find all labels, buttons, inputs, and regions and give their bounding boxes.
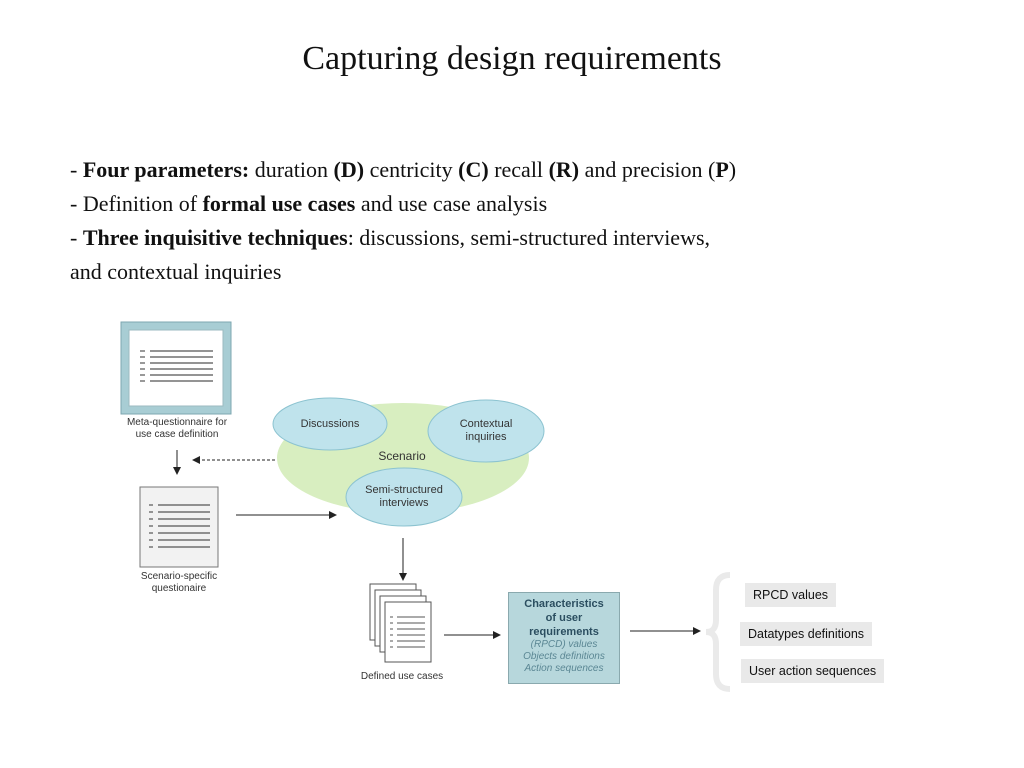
meta-questionnaire-label: Meta-questionnaire for use case definiti… (113, 417, 241, 441)
text: and precision ( (579, 157, 716, 182)
bold-text: Four parameters: (82, 157, 250, 182)
label-line: Semi-structured (365, 484, 443, 496)
tag-datatypes-definitions: Datatypes definitions (740, 622, 873, 646)
label-line: Scenario-specific (140, 571, 218, 582)
label-line: use case definition (135, 429, 219, 440)
bold-text: (R) (548, 157, 580, 182)
bullet-dash: - (70, 157, 83, 182)
bullet-three-techniques-cont: and contextual inquiries (70, 259, 282, 284)
characteristics-heading: Characteristics (524, 598, 604, 610)
discussions-label: Discussions (300, 418, 360, 430)
text: centricity (364, 157, 459, 182)
scenario-questionnaire-label: Scenario-specific questionaire (119, 571, 239, 595)
contextual-inquiries-oval (427, 399, 545, 463)
characteristics-heading: of user (545, 612, 583, 624)
characteristics-box: Characteristics of user requirements (RP… (508, 592, 620, 684)
discussions-oval (272, 397, 388, 451)
defined-use-cases-label: Defined use cases (360, 671, 444, 682)
bold-text: (D) (333, 157, 365, 182)
label-line: inquiries (465, 431, 507, 443)
bullet-formal-use-cases: - Definition of formal use cases and use… (70, 187, 970, 221)
tag-rpcd-values: RPCD values (745, 583, 837, 607)
text: recall (488, 157, 549, 182)
bullet-dash: - (70, 225, 83, 250)
defined-use-cases-icon (369, 583, 432, 663)
characteristics-heading: requirements (529, 626, 599, 638)
text: - Definition of (70, 191, 203, 216)
semi-structured-oval (345, 467, 463, 527)
label-line: questionaire (151, 583, 207, 594)
text: duration (249, 157, 334, 182)
bold-text: formal use cases (202, 191, 356, 216)
tag-user-action-sequences: User action sequences (741, 659, 885, 683)
contextual-inquiries-label: Contextual inquiries (436, 418, 536, 444)
characteristics-item: Action sequences (524, 663, 604, 674)
curly-brace (705, 572, 731, 692)
bold-text: (C) (458, 157, 489, 182)
bold-text: P (715, 157, 729, 182)
scenario-questionnaire-icon (139, 486, 219, 568)
bullet-four-parameters: - Four parameters: duration (D) centrici… (70, 153, 970, 187)
semi-structured-label: Semi-structured interviews (346, 484, 462, 510)
bullet-list: - Four parameters: duration (D) centrici… (70, 153, 970, 289)
slide-title: Capturing design requirements (302, 40, 722, 77)
label-line: interviews (379, 497, 429, 509)
label-line: Meta-questionnaire for (126, 417, 228, 428)
bold-text: Three inquisitive techniques (82, 225, 348, 250)
scenario-label: Scenario (378, 449, 426, 463)
label-line: Contextual (459, 418, 513, 430)
text: ) (728, 157, 737, 182)
meta-questionnaire-icon (120, 321, 232, 415)
characteristics-item: (RPCD) values (530, 639, 598, 650)
bullet-three-techniques: - Three inquisitive techniques: discussi… (70, 221, 970, 255)
characteristics-item: Objects definitions (523, 651, 605, 662)
text: and use case analysis (355, 191, 548, 216)
text: : discussions, semi-structured interview… (347, 225, 711, 250)
